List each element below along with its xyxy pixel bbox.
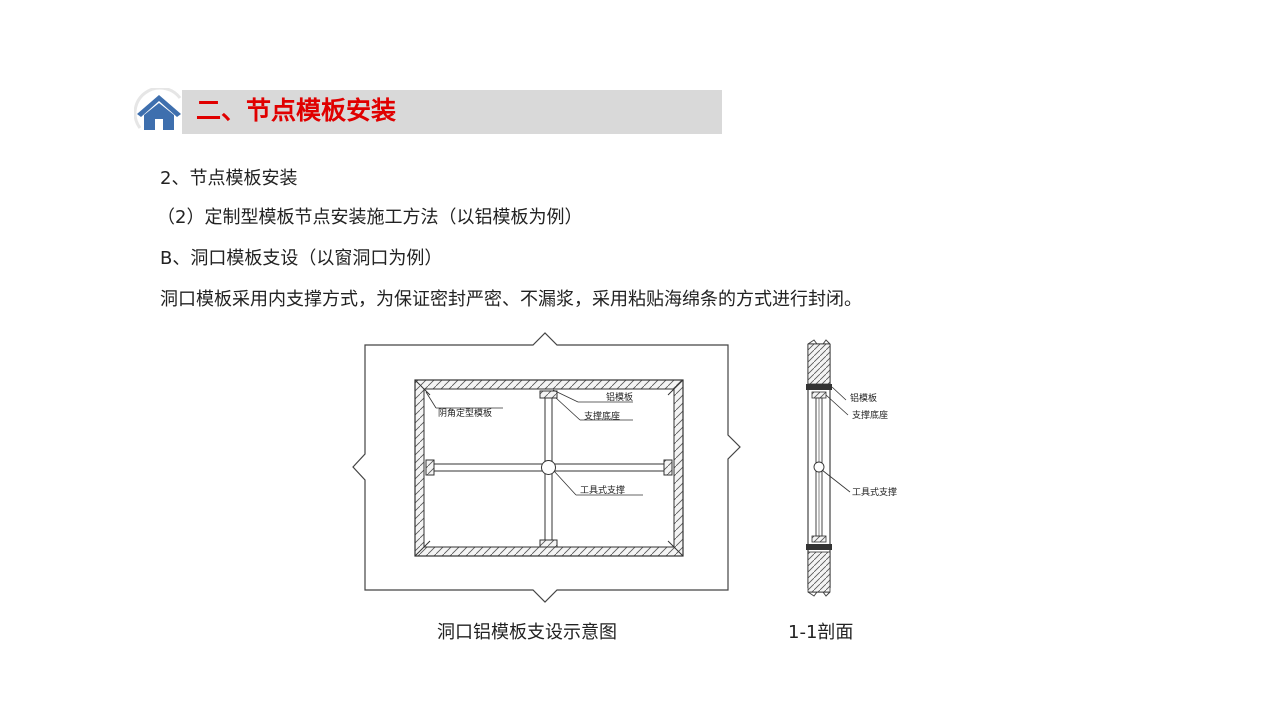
section-label-tool-support: 工具式支撑 <box>852 486 897 498</box>
item-heading: B、洞口模板支设（以窗洞口为例） <box>160 248 443 269</box>
label-aluminum-formwork: 铝模板 <box>606 391 633 403</box>
label-support-base: 支撑底座 <box>584 410 620 422</box>
subsection-heading: （2）定制型模板节点安装施工方法（以铝模板为例） <box>157 207 583 228</box>
label-corner-formwork: 阴角定型模板 <box>438 407 492 419</box>
page-title: 二、节点模板安装 <box>196 96 397 125</box>
description-text: 洞口模板采用内支撑方式，为保证密封严密、不漏浆，采用粘贴海绵条的方式进行封闭。 <box>160 289 862 310</box>
section-label-aluminum-formwork: 铝模板 <box>850 392 877 404</box>
section-label-support-base: 支撑底座 <box>852 409 888 421</box>
section-diagram-caption: 1-1剖面 <box>788 622 854 643</box>
window-opening-formwork-diagram: 阴角定型模板 铝模板 支撑底座 工具式支撑 <box>352 332 741 603</box>
title-bar <box>182 90 722 134</box>
home-icon <box>134 88 182 130</box>
main-diagram-caption: 洞口铝模板支设示意图 <box>437 622 617 643</box>
section-heading: 2、节点模板安装 <box>160 168 298 189</box>
label-tool-support: 工具式支撑 <box>580 484 625 496</box>
wall-outline <box>352 332 741 603</box>
section-1-1-diagram: 铝模板 支撑底座 工具式支撑 <box>806 339 897 597</box>
